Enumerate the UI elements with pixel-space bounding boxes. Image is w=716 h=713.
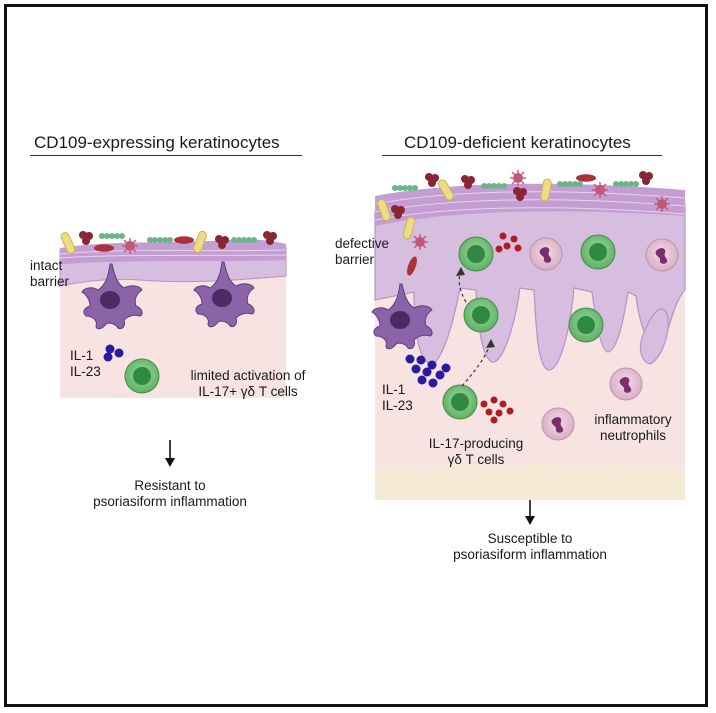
right-t-cell-1	[458, 236, 494, 272]
figure-frame	[4, 4, 708, 707]
neutrophil-3	[609, 367, 643, 401]
migration-arrows	[458, 271, 491, 387]
il17-dots	[480, 232, 522, 424]
right-skin-diagram	[371, 169, 686, 500]
neutrophil-2	[645, 238, 679, 272]
left-t-cell	[124, 358, 160, 394]
left-title-underline	[30, 155, 302, 156]
left-skin-diagram	[59, 229, 287, 398]
right-t-cell-3	[463, 297, 499, 333]
neutrophil-1	[529, 237, 563, 271]
left-cytokine-dots	[103, 344, 124, 362]
migration-arrowheads	[456, 267, 495, 348]
right-panel-title: CD109-deficient keratinocytes	[404, 133, 631, 152]
right-t-cell-4	[568, 307, 604, 343]
neutrophil-4	[541, 407, 575, 441]
left-panel-title: CD109-expressing keratinocytes	[34, 133, 280, 152]
right-t-cell-2	[580, 234, 616, 270]
right-title-underline	[382, 155, 662, 156]
outcome-arrows	[165, 440, 535, 525]
right-t-cell-5	[442, 384, 478, 420]
right-cytokine-dots	[405, 354, 451, 388]
